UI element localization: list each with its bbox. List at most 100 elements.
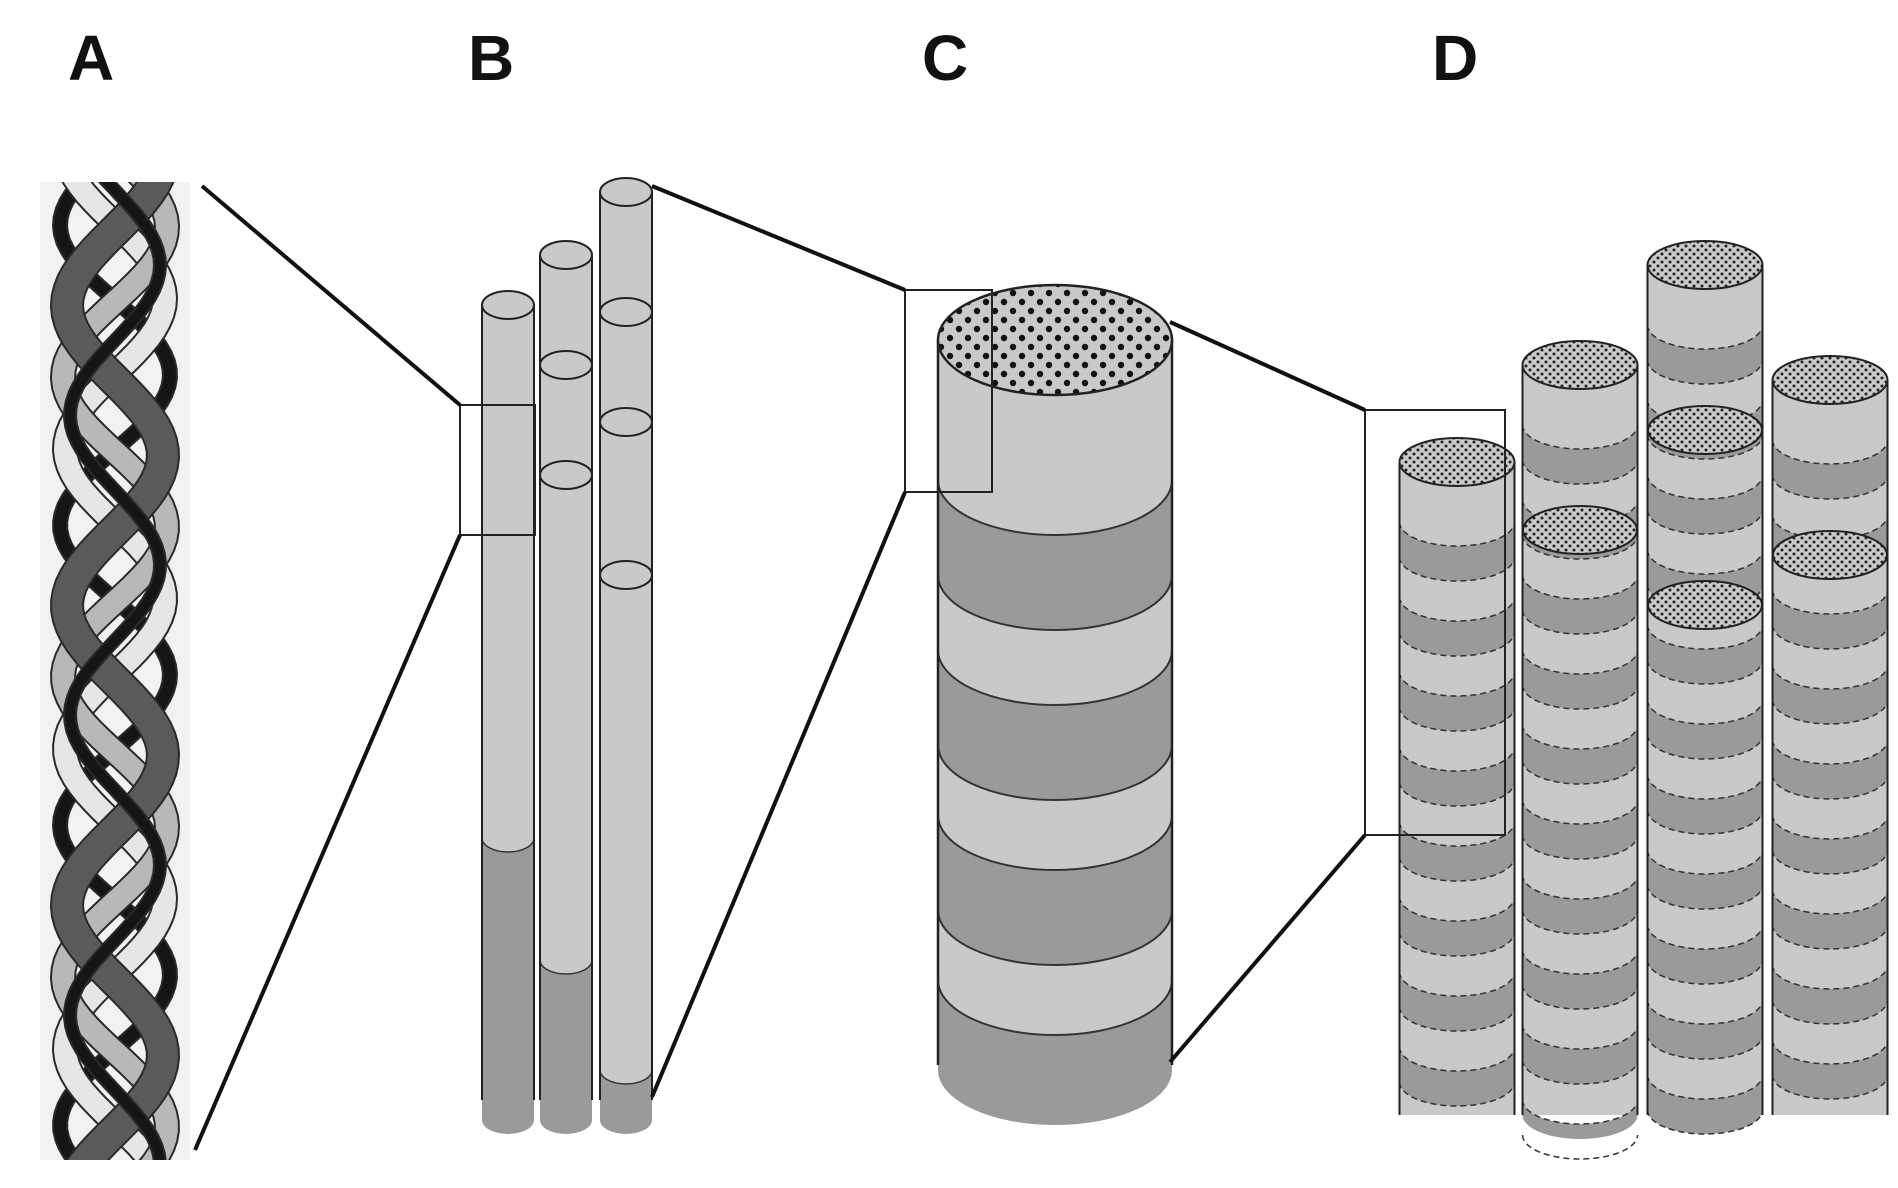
fibril-bundle bbox=[459, 177, 653, 1134]
microfibril-d-1-arc-19 bbox=[1521, 1134, 1639, 1160]
fibril-c-arc-3 bbox=[937, 744, 1173, 801]
microfibril-d-1-arc-1 bbox=[1521, 459, 1639, 485]
microfibril-d-0-arc-14 bbox=[1398, 1046, 1516, 1072]
panel-label-a: A bbox=[68, 22, 115, 94]
microfibril-d-0-arc-13 bbox=[1398, 1006, 1516, 1032]
microfibril-d-2-arc-20 bbox=[1646, 1074, 1764, 1100]
fibril-b-segment-top-3 bbox=[599, 407, 653, 437]
strand-3 bbox=[51, 182, 179, 1160]
microfibril-d-2-band-4 bbox=[1647, 625, 1763, 684]
fibril-c-band-1 bbox=[938, 650, 1172, 800]
microfibril-d-3-arc-13 bbox=[1771, 924, 1889, 950]
microfibril-d-1-band-3 bbox=[1522, 650, 1638, 709]
microfibril-d-1-band-9 bbox=[1522, 1100, 1638, 1139]
microfibril-d-3-arc-0 bbox=[1771, 439, 1889, 465]
microfibril-d-0-band-3 bbox=[1399, 747, 1515, 807]
microfibril-d-2-arc-13 bbox=[1646, 809, 1764, 835]
microfibril-d-2-arc-19 bbox=[1646, 1034, 1764, 1060]
microfibril-d-1-arc-9 bbox=[1521, 759, 1639, 785]
microfibril-d-1-arc-7 bbox=[1521, 684, 1639, 710]
microfibril-d-0-band-4 bbox=[1399, 822, 1515, 882]
microfibril-d-0-band-2 bbox=[1399, 672, 1515, 731]
microfibril-d-2-arc-14 bbox=[1646, 849, 1764, 875]
fibril-b-1-top bbox=[481, 290, 535, 320]
fibril-c-band-2 bbox=[938, 815, 1172, 965]
fibril-b-1-arc-0 bbox=[481, 837, 535, 853]
fibril-c-arc-0 bbox=[937, 479, 1173, 536]
fibril-c bbox=[936, 283, 1174, 1125]
microfibril-d-2-arc-5 bbox=[1646, 509, 1764, 535]
microfibril-d-0-arc-15 bbox=[1398, 1081, 1516, 1107]
microfibril-d-3-arc-14 bbox=[1771, 964, 1889, 990]
microfibril-d-0-arc-4 bbox=[1398, 671, 1516, 697]
microfibril-d-1-arc-4 bbox=[1521, 574, 1639, 600]
microfibril-d-2-arc-18 bbox=[1646, 999, 1764, 1025]
microfibril-d-0-arc-2 bbox=[1398, 596, 1516, 622]
microfibril-d-3-arc-15 bbox=[1771, 999, 1889, 1025]
microfibril-d-3-arc-6 bbox=[1771, 664, 1889, 690]
microfibril-d-extra-top-2 bbox=[1647, 580, 1763, 630]
microfibril-d-0-band-0 bbox=[1399, 522, 1515, 581]
connector-line-4 bbox=[1169, 320, 1366, 412]
microfibril-d-extra-top-0 bbox=[1522, 505, 1638, 555]
microfibril-d-1-arc-12 bbox=[1521, 874, 1639, 900]
fibril-b-segment-top-0 bbox=[539, 350, 593, 380]
microfibril-d-1-arc-18 bbox=[1521, 1099, 1639, 1125]
microfibril-d-0-arc-6 bbox=[1398, 746, 1516, 772]
microfibril-d-1-arc-2 bbox=[1521, 499, 1639, 525]
microfibril-d-0-arc-12 bbox=[1398, 971, 1516, 997]
microfibril-d-1-arc-8 bbox=[1521, 724, 1639, 750]
panel-label-d: D bbox=[1432, 22, 1479, 94]
fibril-b-segment-top-4 bbox=[599, 560, 653, 590]
microfibril-d-0-band-7 bbox=[1399, 1047, 1515, 1106]
microfibril-d-2-arc-8 bbox=[1646, 624, 1764, 650]
microfibril-d-3-arc-4 bbox=[1771, 589, 1889, 615]
connector-line-1 bbox=[193, 534, 462, 1151]
fibril-b-1-band-0 bbox=[482, 838, 534, 1134]
microfibril-d-1-arc-6 bbox=[1521, 649, 1639, 675]
microfibril-d-3-arc-16 bbox=[1771, 1039, 1889, 1065]
microfibril-d-3-band-6 bbox=[1772, 890, 1888, 949]
microfibril-d-3-arc-5 bbox=[1771, 624, 1889, 650]
zoom-box-d bbox=[1364, 409, 1506, 836]
microfibril-d-1-band-5 bbox=[1522, 800, 1638, 859]
microfibril-d-2-arc-10 bbox=[1646, 699, 1764, 725]
microfibril-d-3-arc-7 bbox=[1771, 699, 1889, 725]
microfibril-d-extra-top-1 bbox=[1647, 405, 1763, 455]
fibril-c-arc-1 bbox=[937, 574, 1173, 631]
fibril-b-3 bbox=[599, 177, 653, 1134]
microfibril-d-2-top bbox=[1646, 240, 1764, 290]
microfibril-d-3-arc-10 bbox=[1771, 814, 1889, 840]
microfibril-d-2-arc-0 bbox=[1646, 324, 1764, 350]
microfibril-d-1-arc-15 bbox=[1521, 984, 1639, 1010]
microfibril-d-3-arc-12 bbox=[1771, 889, 1889, 915]
microfibril-d-3-band-2 bbox=[1772, 590, 1888, 649]
microfibril-d-1-arc-5 bbox=[1521, 609, 1639, 635]
microfibril-d-1-band-6 bbox=[1522, 875, 1638, 934]
fibril-c-band-0 bbox=[938, 480, 1172, 630]
microfibril-d-2-band-8 bbox=[1647, 925, 1763, 984]
connector-line-3 bbox=[650, 491, 907, 1098]
microfibril-d-2-arc-11 bbox=[1646, 734, 1764, 760]
fibril-c-arc-2 bbox=[937, 649, 1173, 706]
fibril-b-2-arc-2 bbox=[539, 959, 593, 975]
fibril-b-3-top bbox=[599, 177, 653, 207]
fibril-b-1 bbox=[481, 290, 535, 1134]
microfibril-d-2-arc-16 bbox=[1646, 924, 1764, 950]
microfibril-d-3-arc-9 bbox=[1771, 774, 1889, 800]
microfibril-d-0-arc-1 bbox=[1398, 556, 1516, 582]
microfibril-d-3-band-7 bbox=[1772, 965, 1888, 1024]
microfibril-d-2-arc-15 bbox=[1646, 884, 1764, 910]
microfibril-d-1-arc-13 bbox=[1521, 909, 1639, 935]
connector-line-2 bbox=[651, 184, 906, 292]
microfibril-d-0-band-1 bbox=[1399, 597, 1515, 656]
microfibril-d-1-band-4 bbox=[1522, 725, 1638, 784]
microfibril-d-2-arc-12 bbox=[1646, 774, 1764, 800]
fibril-b-2-body bbox=[540, 255, 592, 1100]
microfibril-d-2-arc-6 bbox=[1646, 549, 1764, 575]
microfibril-d-2-band-0 bbox=[1647, 325, 1763, 384]
microfibril-d-2-arc-1 bbox=[1646, 359, 1764, 385]
microfibril-d-2-band-10 bbox=[1647, 1075, 1763, 1134]
microfibril-d-3-band-8 bbox=[1772, 1040, 1888, 1099]
fibril-c-top bbox=[936, 283, 1174, 397]
